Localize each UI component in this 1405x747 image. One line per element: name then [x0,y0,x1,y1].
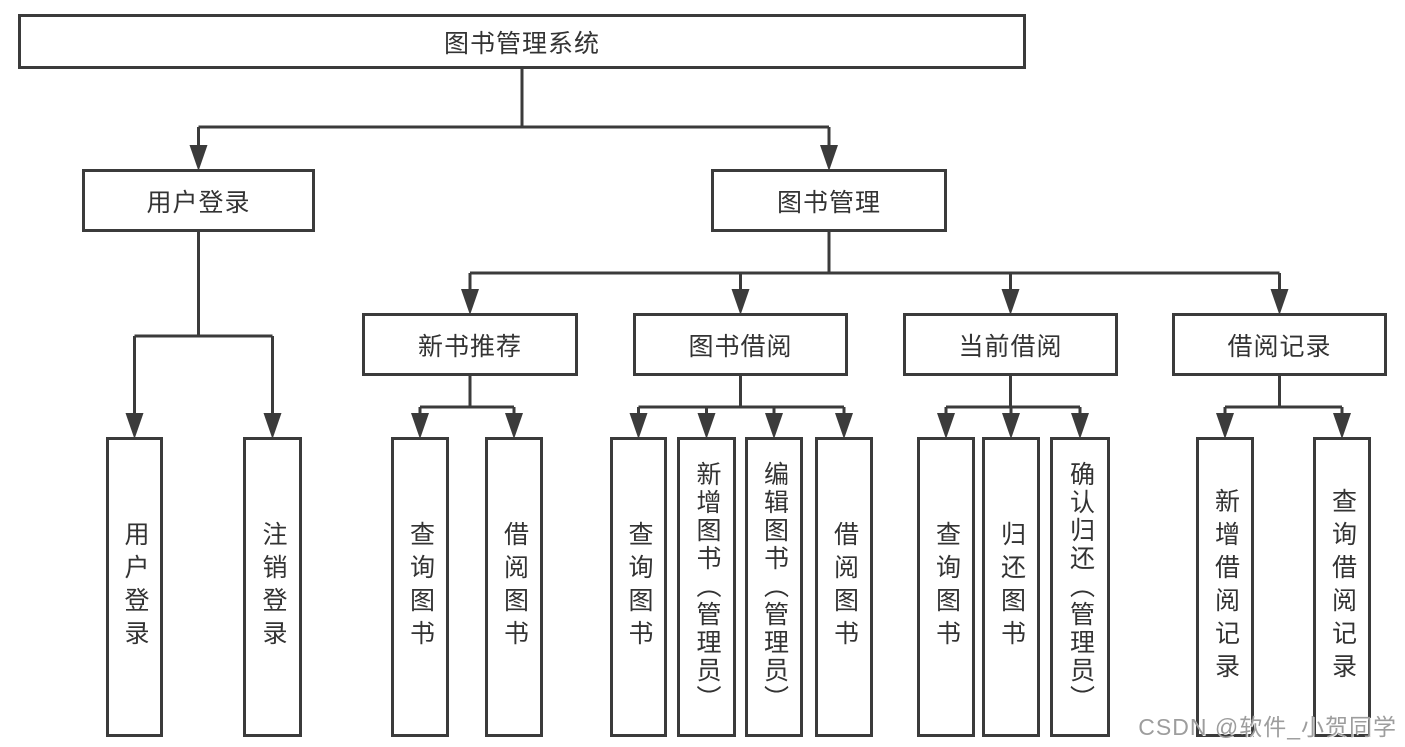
arrowhead [263,413,282,439]
node-cb-return-book: 归还图书 [982,437,1040,737]
arrowhead [820,145,838,171]
node-bb-add-book: 新增图书（管理员） [677,437,736,737]
node-br-add-record: 新增借阅记录 [1196,437,1254,737]
arrowhead [1216,413,1234,439]
node-label: 归还图书 [997,521,1026,653]
arrowhead [505,413,523,439]
node-book-mgmt: 图书管理 [711,169,947,232]
arrowhead [1002,413,1020,439]
arrowhead [1270,289,1289,315]
arrowhead [461,289,479,315]
node-label: 借阅图书 [830,521,859,653]
node-current-borrow: 当前借阅 [903,313,1118,376]
node-bb-query-book: 查询图书 [610,437,667,737]
node-label: 借阅图书 [500,521,529,653]
node-root: 图书管理系统 [18,14,1026,69]
arrowhead [125,413,144,439]
node-bb-edit-book: 编辑图书（管理员） [745,437,803,737]
node-label: 新增图书（管理员） [693,461,721,713]
node-label: 图书管理 [776,188,881,217]
node-cb-query-book: 查询图书 [917,437,975,737]
node-label: 注销登录 [259,521,287,653]
arrowhead [835,413,853,439]
arrowhead [629,413,648,439]
node-label: 用户登录 [146,188,251,217]
arrowhead [1071,413,1089,439]
node-label: 图书管理系统 [443,29,600,58]
node-label: 借阅记录 [1227,332,1332,361]
arrowhead [411,413,429,439]
node-logout: 注销登录 [243,437,302,737]
node-label: 查询图书 [625,521,653,653]
node-label: 编辑图书（管理员） [760,461,789,713]
arrowhead [1333,413,1351,439]
node-book-borrow: 图书借阅 [633,313,848,376]
arrowhead [731,289,750,315]
arrowhead [1001,289,1020,315]
node-rec-query-book: 查询图书 [391,437,449,737]
node-label: 新增借阅记录 [1211,488,1240,686]
node-login: 用户登录 [106,437,163,737]
node-cb-confirm-return: 确认归还（管理员） [1050,437,1110,737]
node-rec-borrow-book: 借阅图书 [485,437,543,737]
node-label: 确认归还（管理员） [1066,461,1095,713]
arrowhead [765,413,783,439]
node-new-book-rec: 新书推荐 [362,313,578,376]
arrowhead [189,145,208,171]
node-user-login: 用户登录 [82,169,315,232]
node-label: 查询图书 [932,521,961,653]
node-label: 用户登录 [121,521,149,653]
node-label: 查询图书 [406,521,435,653]
node-label: 查询借阅记录 [1328,488,1357,686]
watermark: CSDN @软件_小贺同学 [1138,714,1397,740]
node-label: 图书借阅 [688,332,793,361]
node-br-query-record: 查询借阅记录 [1313,437,1371,737]
arrowhead [697,413,716,439]
arrowhead [937,413,955,439]
node-label: 当前借阅 [958,332,1063,361]
node-label: 新书推荐 [417,332,522,361]
node-borrow-records: 借阅记录 [1172,313,1387,376]
node-bb-borrow-book: 借阅图书 [815,437,873,737]
